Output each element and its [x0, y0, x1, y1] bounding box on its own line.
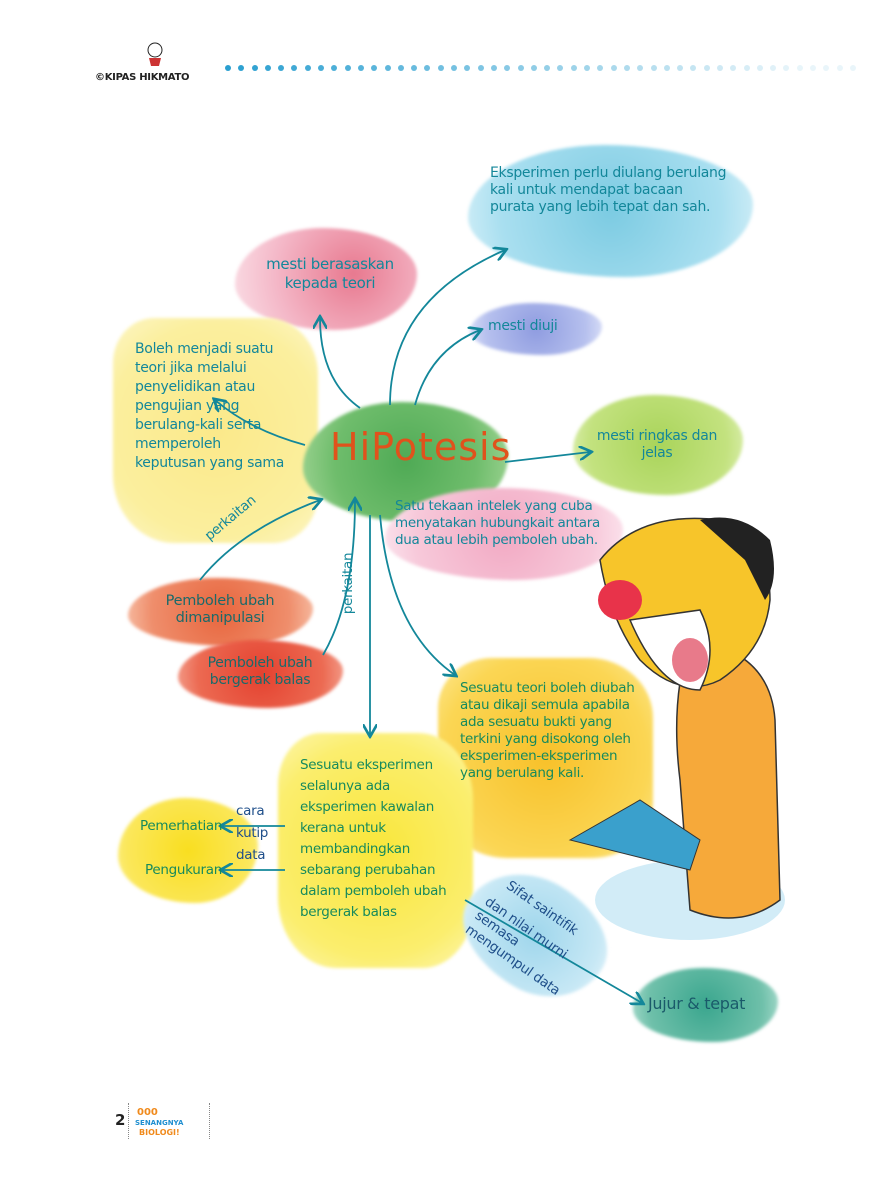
header-dot	[650, 65, 657, 71]
header-dot	[637, 65, 644, 71]
header-dot	[597, 65, 604, 71]
header-dot	[544, 65, 551, 71]
node-jujur: Jujur & tepat	[648, 994, 746, 1013]
header-dot	[451, 65, 458, 71]
header-dot	[610, 65, 617, 71]
header-dot	[264, 65, 271, 71]
header-dot	[677, 65, 684, 71]
header-dot	[623, 65, 630, 71]
header-dot	[371, 65, 378, 71]
node-manipulasi: Pemboleh ubah dimanipulasi	[165, 593, 275, 626]
blob-definition	[385, 488, 623, 580]
arrow-to-hipotesis-perkaitan-2	[322, 500, 355, 656]
header-dot	[437, 65, 444, 71]
header-dot	[783, 65, 790, 71]
header-dot	[384, 65, 391, 71]
blob-manipulasi	[128, 578, 313, 646]
arrow-to-jujur	[464, 899, 642, 1003]
header-dot	[703, 65, 710, 71]
header-dot	[796, 65, 803, 71]
arrow-to-diuji	[414, 330, 480, 406]
label-cara-kutip-data: cara kutip data	[236, 803, 269, 863]
header-dot	[823, 65, 830, 71]
label-perkaitan-2: perkaitan	[340, 552, 357, 615]
header-dot	[397, 65, 404, 71]
blob-boleh-teori	[113, 318, 318, 543]
header-dot	[743, 65, 750, 71]
header-dot-rule	[225, 65, 856, 71]
node-teori-diubah: Sesuatu teori boleh diubah atau dikaji s…	[460, 680, 635, 781]
svg-text:BIOLOGI!: BIOLOGI!	[139, 1128, 180, 1137]
publisher-logo: ©KIPAS HIKMATO	[95, 38, 205, 83]
header-dot	[291, 65, 298, 71]
blob-kawalan	[278, 733, 473, 968]
blob-eksperimen-ulang	[468, 145, 753, 277]
blob-pengumpulan	[118, 798, 258, 903]
header-dot	[810, 65, 817, 71]
header-dot	[530, 65, 537, 71]
header-dot	[344, 65, 351, 71]
header-dot	[278, 65, 285, 71]
header-dot	[770, 65, 777, 71]
node-pengukuran: Pengukuran	[145, 862, 222, 878]
header-dot	[584, 65, 591, 71]
cartoon-logo-icon	[147, 42, 163, 66]
header-dot	[464, 65, 471, 71]
arrow-to-ringkas	[504, 452, 590, 463]
node-bergerak-balas: Pemboleh ubah bergerak balas	[207, 655, 313, 688]
header-dot	[304, 65, 311, 71]
hipotesis-definition: Satu tekaan intelek yang cuba menyatakan…	[395, 498, 600, 548]
header-dot	[490, 65, 497, 71]
header-dot	[570, 65, 577, 71]
node-diuji: mesti diuji	[488, 318, 558, 334]
arrow-to-eksperimen-ulang	[389, 250, 505, 406]
node-pemerhatian: Pemerhatian	[140, 818, 223, 834]
hipotesis-title: HiPotesis	[330, 425, 512, 469]
blob-diuji	[470, 303, 602, 355]
header-dot	[318, 65, 325, 71]
header-dot	[225, 65, 231, 71]
header-dot	[730, 65, 737, 71]
arrow-to-teori-diubah	[379, 514, 455, 675]
arrow-to-boleh-teori	[215, 400, 306, 446]
arrow-to-hipotesis-perkaitan	[199, 500, 320, 581]
header-dot	[411, 65, 418, 71]
header-dot	[424, 65, 431, 71]
header-dot	[504, 65, 511, 71]
node-eksperimen-ulang: Eksperimen perlu diulang berulang kali u…	[490, 165, 727, 215]
blob-jujur	[633, 968, 778, 1042]
header-dot	[477, 65, 484, 71]
header-dot	[251, 65, 258, 71]
header-dot	[357, 65, 364, 71]
blob-ringkas	[573, 395, 743, 495]
header-dot	[557, 65, 564, 71]
page-number: 2	[115, 1111, 126, 1129]
header-dot	[849, 65, 856, 71]
svg-text:SENANGNYA: SENANGNYA	[135, 1119, 184, 1127]
header-dot	[836, 65, 843, 71]
node-kawalan: Sesuatu eksperimen selalunya ada eksperi…	[300, 757, 447, 920]
header-dot	[517, 65, 524, 71]
blob-bergerak-balas	[178, 640, 343, 708]
header-dot	[716, 65, 723, 71]
header-dot	[663, 65, 670, 71]
header-dot	[331, 65, 338, 71]
header-dot	[690, 65, 697, 71]
arrow-to-teori	[320, 318, 361, 409]
node-ringkas: mesti ringkas dan jelas	[596, 428, 718, 461]
node-teori: mesti berasaskan kepada teori	[266, 255, 394, 292]
blob-teori	[235, 228, 417, 330]
svg-text:000: 000	[137, 1107, 158, 1118]
node-boleh-teori: Boleh menjadi suatu teori jika melalui p…	[135, 341, 285, 471]
header-dot	[756, 65, 763, 71]
header-dot	[238, 65, 245, 71]
